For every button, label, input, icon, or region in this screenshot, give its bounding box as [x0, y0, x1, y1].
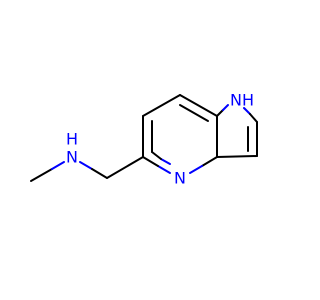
bond-n4-c5 [142, 156, 159, 167]
molecule-structure: N H N N H [30, 91, 258, 188]
bond-n4-c5-double [151, 151, 162, 160]
pyrrole-h-label: H [242, 91, 254, 110]
bond-c7-c7a-double [179, 104, 209, 122]
bond-nh-ch2 [91, 168, 108, 179]
bond-c3a-n4-n [189, 165, 203, 174]
bond-c3-c3a [216, 155, 258, 158]
bond-n4-c5-n [157, 165, 171, 174]
pyrrole-n-label: N [230, 91, 242, 110]
bond-c7a-n1-n [222, 104, 229, 111]
bond-c7a-n1 [216, 109, 224, 117]
bond-c3a-n4 [201, 156, 218, 167]
bond-n1-c2-n [243, 107, 251, 115]
bond-c6-c7 [142, 94, 181, 117]
bond-ch2-c5 [106, 156, 144, 179]
bond-n4-c5-double-n [160, 158, 171, 165]
bond-n1-c2 [249, 113, 258, 123]
amine-n-label: N [66, 148, 78, 167]
amine-h-label: H [66, 130, 78, 149]
bond-c7-c7a [179, 94, 218, 117]
bond-methyl-nh-n [51, 161, 65, 170]
bond-methyl-nh [30, 168, 53, 182]
bond-nh-ch2-n [79, 161, 93, 170]
pyridine-n-label: N [174, 169, 186, 188]
